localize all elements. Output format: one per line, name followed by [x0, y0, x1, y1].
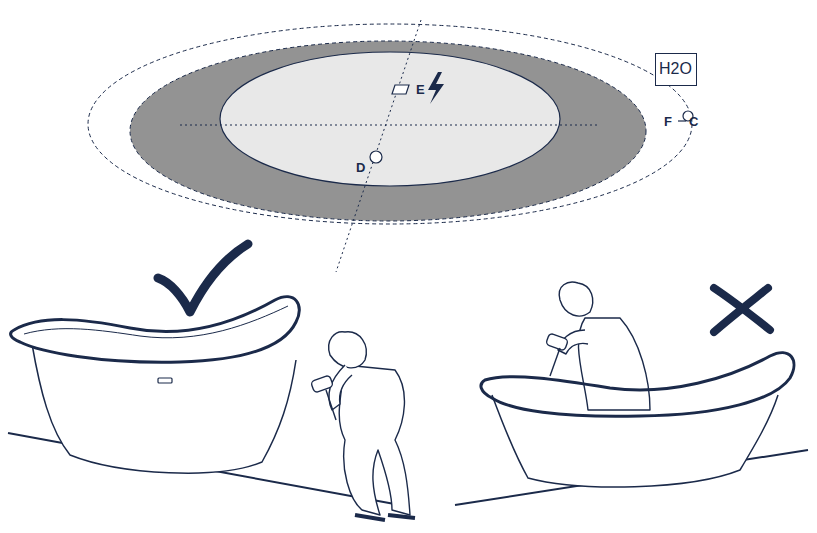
axis-line	[180, 125, 598, 126]
water-supply-box: H2O	[655, 53, 697, 86]
clearance-ellipse	[88, 24, 692, 224]
installer-figure	[311, 332, 415, 520]
cross-mark	[714, 288, 770, 332]
lightning-symbol	[428, 72, 444, 104]
callout-letter: F	[664, 115, 672, 128]
overflow	[158, 378, 172, 383]
dash	[678, 120, 686, 121]
bathtub-rim	[481, 353, 794, 417]
bathtub-rim	[11, 297, 300, 362]
tub-footprint	[130, 41, 646, 221]
check-mark	[158, 244, 248, 312]
callout-letter: E	[416, 83, 425, 96]
electric-box	[392, 85, 409, 94]
tub-basin	[220, 52, 560, 186]
bathtub-rim	[24, 306, 288, 338]
callout-letter: C	[689, 115, 698, 128]
callout-letter: D	[356, 161, 365, 174]
drain-circle	[370, 151, 382, 163]
box-label: H2O	[659, 61, 693, 77]
axis-line	[336, 20, 421, 272]
